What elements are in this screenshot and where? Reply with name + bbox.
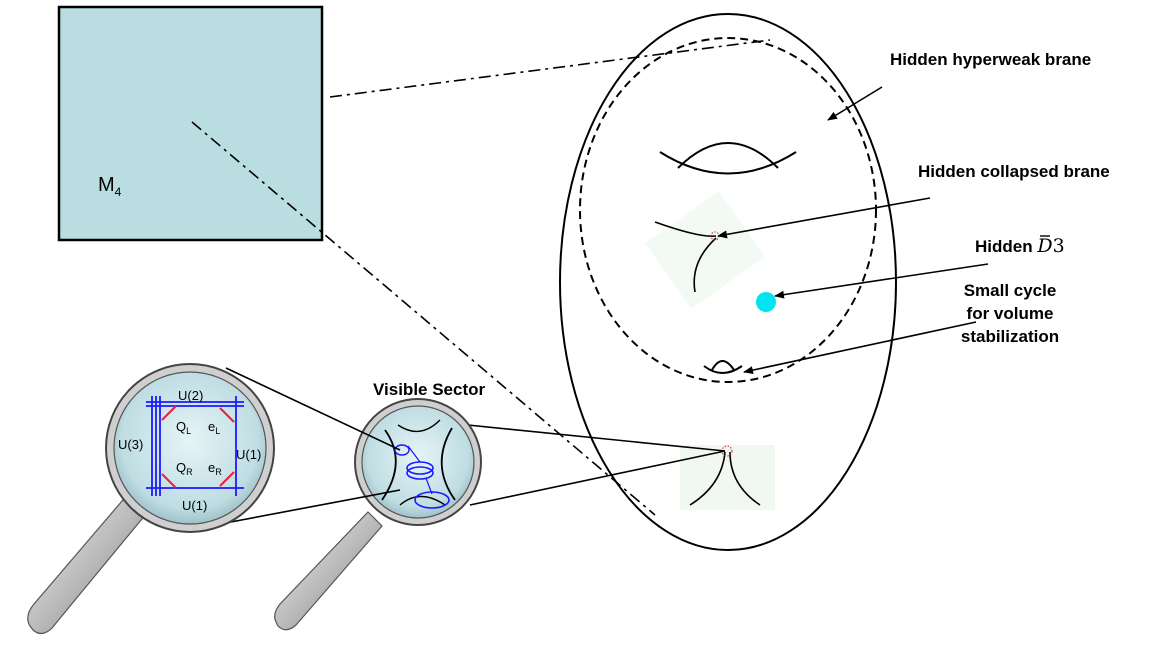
zoom-line-mid-top: [447, 422, 726, 452]
quiver-u1-right: U(1): [236, 447, 261, 462]
quiver-u1-bottom: U(1): [182, 498, 207, 513]
quiver-arrow-qr: [161, 473, 177, 489]
arrow-small-cycle: [743, 321, 977, 375]
collapsed-brane-curve-2: [693, 237, 717, 293]
small-cycle-upper: [711, 360, 735, 371]
visible-throat-left: [689, 451, 726, 506]
mid-lens-blue-stack-2: [406, 466, 434, 480]
arrow-hidden-d3: [774, 263, 989, 299]
calabi-yau-outer: [559, 13, 897, 551]
label-visible-sector: Visible Sector: [373, 380, 486, 399]
arrow-hyperweak: [827, 86, 883, 121]
quiver-ql: QL: [176, 419, 191, 436]
projection-line-top: [329, 39, 771, 98]
mid-lens-curve-bottom: [399, 495, 446, 506]
quiver-arrows: [161, 405, 235, 489]
mid-lens-curve-top: [397, 419, 441, 433]
zoom-line-mid-bottom: [469, 450, 726, 506]
quiver-diagram: [146, 396, 244, 496]
visible-throat-right: [729, 451, 761, 506]
quiver-u3: U(3): [118, 437, 143, 452]
quiver-er: eR: [208, 460, 222, 477]
quiver-arrow-er: [219, 471, 235, 487]
quiver-arrow-ql: [161, 405, 177, 421]
hidden-d3-dot: [756, 292, 776, 312]
mid-lens-curve-right: [440, 427, 456, 501]
collapsed-brane-curve-1: [654, 221, 717, 238]
quiver-u2: U(2): [178, 388, 203, 403]
d3-suffix: 3: [1053, 235, 1065, 257]
label-small-cycle-3: stabilization: [961, 327, 1059, 346]
label-hyperweak: Hidden hyperweak brane: [890, 50, 1091, 69]
d3-symbol: D: [1036, 235, 1052, 257]
label-small-cycle-2: for volume: [967, 304, 1054, 323]
quiver-arrow-el: [219, 407, 235, 423]
m4-box: [57, 5, 324, 242]
m4-subscript: 4: [115, 185, 122, 199]
hyperweak-brane-dashed: [579, 37, 877, 383]
projection-line-diagonal: [191, 121, 656, 516]
small-cycle-lower: [703, 365, 743, 374]
mid-lens-blue-small: [394, 444, 410, 456]
label-collapsed: Hidden collapsed brane: [918, 162, 1110, 181]
mid-lens-handle: [274, 511, 383, 631]
big-lens-handle: [27, 493, 147, 635]
quiver-el: eL: [208, 419, 220, 436]
visible-throat-patch: [680, 445, 775, 510]
hole-upper-cap: [677, 142, 779, 169]
label-small-cycle-1: Small cycle: [964, 281, 1057, 300]
hole-upper: [659, 151, 797, 175]
label-hidden-d3: Hidden D3: [975, 235, 1065, 257]
quiver-qr: QR: [176, 460, 193, 477]
arrow-collapsed: [717, 197, 931, 239]
m4-label: M4: [98, 174, 122, 199]
mid-lens-blue-link: [407, 445, 433, 495]
mid-lens-blue-ring: [414, 491, 450, 509]
zoom-line-big-top: [225, 367, 401, 451]
